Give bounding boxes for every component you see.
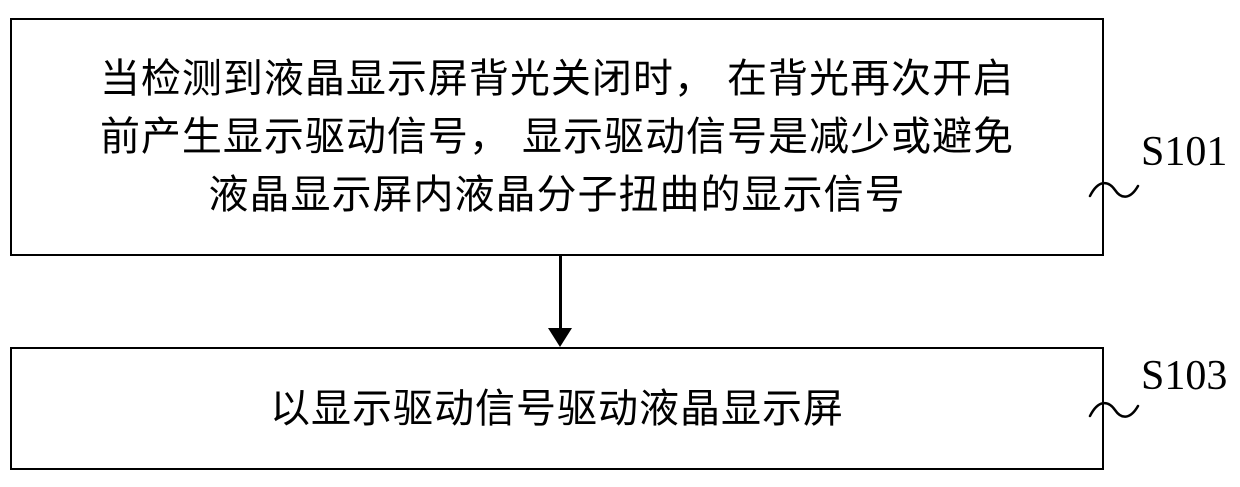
step2-text-line1: 以显示驱动信号驱动液晶显示屏	[270, 386, 844, 431]
flow-step-box-2: 以显示驱动信号驱动液晶显示屏	[10, 347, 1104, 470]
flow-step-box-1: 当检测到液晶显示屏背光关闭时， 在背光再次开启 前产生显示驱动信号， 显示驱动信…	[10, 18, 1104, 256]
arrow-head	[548, 328, 572, 347]
squiggle-connector-s101	[1088, 182, 1140, 198]
step-label-s101: S101	[1141, 129, 1228, 175]
squiggle-connector-s103	[1088, 402, 1140, 418]
down-arrow	[548, 256, 572, 347]
step-label-s103: S103	[1141, 353, 1228, 399]
arrow-shaft	[558, 256, 562, 330]
step1-text-line3: 液晶显示屏内液晶分子扭曲的显示信号	[208, 173, 906, 217]
step1-text-line1: 当检测到液晶显示屏背光关闭时， 在背光再次开启	[99, 57, 1015, 101]
step1-text-line2: 前产生显示驱动信号， 显示驱动信号是减少或避免	[99, 115, 1015, 159]
